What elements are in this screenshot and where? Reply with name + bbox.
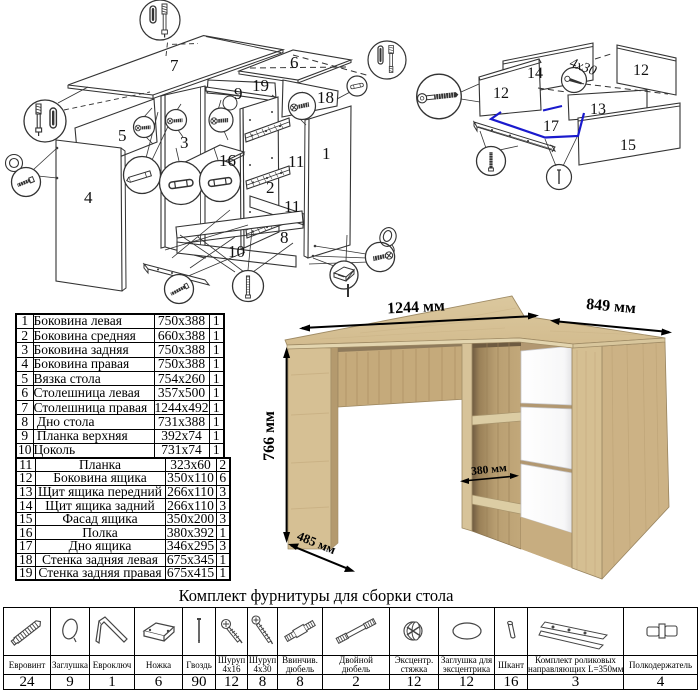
svg-text:9: 9	[234, 84, 243, 103]
svg-text:2: 2	[266, 178, 275, 197]
svg-text:10: 10	[228, 242, 245, 261]
svg-text:849 мм: 849 мм	[585, 296, 636, 317]
svg-text:11: 11	[288, 152, 304, 171]
svg-text:380 мм: 380 мм	[471, 462, 508, 478]
svg-text:1: 1	[322, 144, 331, 163]
svg-text:13: 13	[590, 101, 606, 118]
svg-text:19: 19	[252, 76, 269, 95]
svg-text:3: 3	[180, 133, 189, 152]
svg-text:4: 4	[84, 188, 93, 207]
svg-text:7: 7	[170, 56, 179, 75]
svg-text:8: 8	[280, 228, 289, 247]
svg-text:18: 18	[317, 88, 334, 107]
svg-text:12: 12	[493, 85, 509, 102]
svg-text:6: 6	[290, 53, 299, 72]
svg-text:12: 12	[633, 62, 649, 79]
svg-text:5: 5	[118, 126, 127, 145]
svg-text:766 мм: 766 мм	[261, 411, 278, 461]
svg-text:11: 11	[284, 197, 300, 216]
svg-text:14: 14	[527, 65, 543, 82]
svg-text:17: 17	[543, 118, 559, 135]
svg-text:16: 16	[219, 151, 236, 170]
svg-text:1244 мм: 1244 мм	[387, 297, 446, 317]
svg-text:15: 15	[620, 137, 636, 154]
